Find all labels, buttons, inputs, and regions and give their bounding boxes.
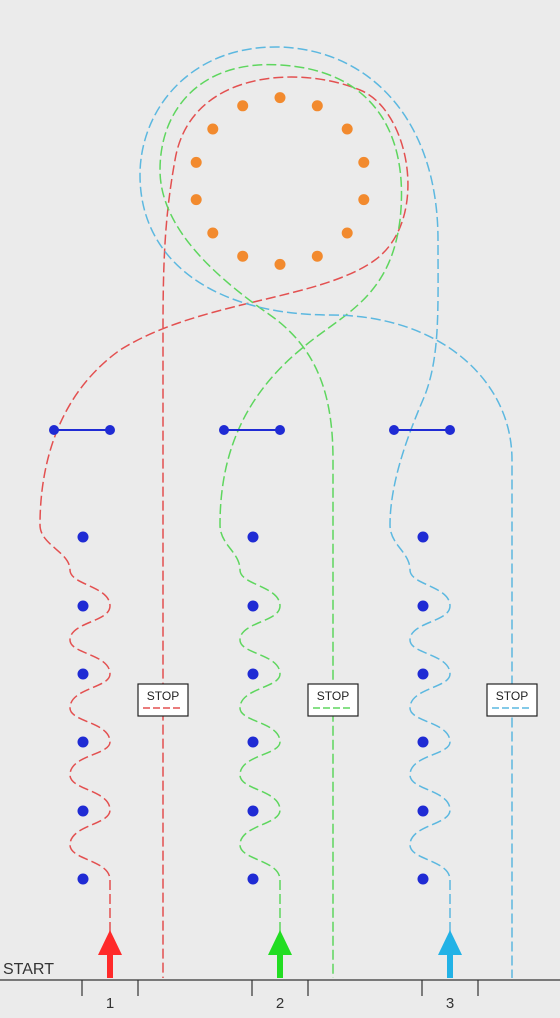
start-arrow-lane-2	[268, 930, 292, 978]
bar-group	[49, 425, 455, 435]
weave-cone	[417, 668, 429, 680]
stop-sign-box	[486, 683, 538, 717]
circle-cone	[207, 123, 219, 135]
start-arrow-lane-3	[438, 930, 462, 978]
weave-cone	[77, 873, 89, 885]
arrow-head	[438, 930, 462, 955]
start-label: START	[3, 961, 54, 978]
bar-end	[445, 425, 455, 435]
lane-3-route	[139, 46, 513, 978]
stop-sign-group: STOP STOP STOP	[137, 683, 538, 717]
circle-cone	[237, 100, 249, 112]
circle-cone	[341, 227, 353, 239]
circle-cone	[274, 258, 286, 270]
weave-cone	[247, 805, 259, 817]
route-paths	[39, 46, 513, 978]
circle-cone	[237, 250, 249, 262]
stop-sign-label: STOP	[496, 689, 528, 703]
weave-cone	[247, 531, 259, 543]
start-arrow-lane-1	[98, 930, 122, 978]
arrow-head	[98, 930, 122, 955]
start-baseline	[0, 979, 560, 996]
circle-cone	[341, 123, 353, 135]
weave-cone-group	[77, 531, 429, 885]
weave-cone	[247, 668, 259, 680]
weave-cone	[417, 873, 429, 885]
arrow-shaft	[107, 952, 113, 978]
stop-sign-label: STOP	[317, 689, 349, 703]
circle-cone	[358, 156, 370, 168]
circle-cone	[311, 100, 323, 112]
weave-cone	[77, 531, 89, 543]
stop-sign-label: STOP	[147, 689, 179, 703]
bar-end	[219, 425, 229, 435]
stop-sign-lane-2: STOP	[307, 683, 359, 717]
stop-sign-box	[137, 683, 189, 717]
circle-cone-group	[190, 92, 370, 270]
weave-cone	[247, 600, 259, 612]
bar-end	[275, 425, 285, 435]
circle-cone	[311, 250, 323, 262]
bar-end	[49, 425, 59, 435]
weave-cone	[417, 736, 429, 748]
lane-number-label: 1	[106, 995, 114, 1012]
weave-cone	[417, 600, 429, 612]
weave-cone	[247, 736, 259, 748]
circle-cone	[358, 194, 370, 206]
weave-cone	[77, 600, 89, 612]
weave-cone	[247, 873, 259, 885]
lane-1-route	[39, 76, 409, 978]
weave-cone	[417, 531, 429, 543]
start-arrow-group	[98, 930, 462, 978]
bar-end	[105, 425, 115, 435]
stop-sign-lane-3: STOP	[486, 683, 538, 717]
lane-number-label: 2	[276, 995, 284, 1012]
weave-cone	[417, 805, 429, 817]
lane-number-label: 3	[446, 995, 454, 1012]
circle-cone	[190, 194, 202, 206]
circle-cone	[207, 227, 219, 239]
arrow-head	[268, 930, 292, 955]
lane-label-group: 1 2 3	[106, 995, 454, 1012]
circle-cone	[190, 156, 202, 168]
stop-sign-box	[307, 683, 359, 717]
stop-sign-lane-1: STOP	[137, 683, 189, 717]
lane-2-route	[159, 63, 403, 978]
weave-cone	[77, 805, 89, 817]
arrow-shaft	[277, 952, 283, 978]
circle-cone	[274, 92, 286, 104]
arrow-shaft	[447, 952, 453, 978]
bar-end	[389, 425, 399, 435]
weave-cone	[77, 736, 89, 748]
weave-cone	[77, 668, 89, 680]
